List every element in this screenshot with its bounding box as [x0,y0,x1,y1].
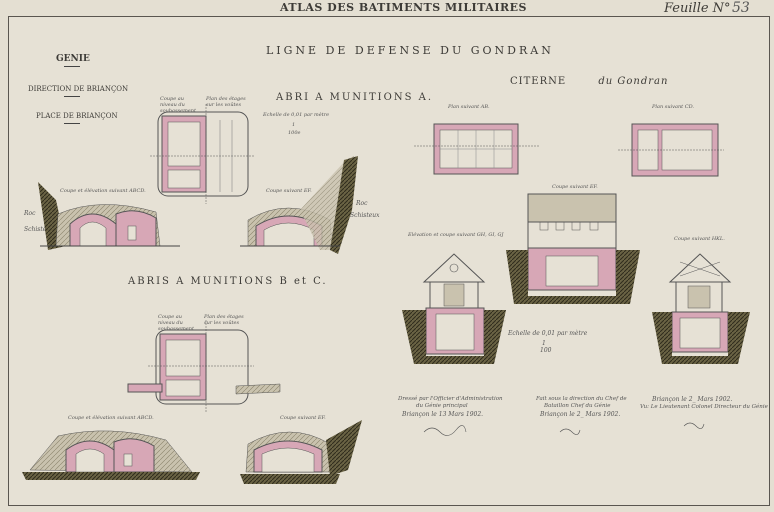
abri-a-scale-den: 100e [288,130,301,136]
citerne-scale: Echelle de 0,01 par mètre [508,330,588,337]
atlas-title: ATLAS DES BATIMENTS MILITAIRES [280,1,527,14]
sig2-line2: Bataillon Chef du Génie [544,403,611,409]
abri-a-section-ef [240,156,358,254]
drawing-frame [8,16,770,506]
schisteux-label-left: Schisteux [24,226,54,233]
abris-bc-plan-caption-1: Coupe au niveau du soubassement [158,314,194,332]
abris-bc-section-ef: Coupe suivant EF. [280,415,326,421]
signature-3 [683,422,705,429]
place-label: PLACE DE BRIANÇON [36,112,118,120]
service-label: GENIE [56,54,90,64]
citerne-plan-cd: Plan suivant CD. [652,104,695,110]
citerne-elevation: Elévation et coupe suivant GH, GI, GJ [408,232,504,238]
citerne-coupe-ef [506,193,640,304]
sig3-date: Briançon le 2_ Mars 1902. [652,396,733,403]
sheet-number: 53 [732,0,750,16]
sig1-line1: Dressé par l'Officier d'Administration [398,396,503,402]
abri-a-scale-ratio: 1 [292,122,296,128]
abri-a-plan-caption-1: Coupe au niveau du soubassement [160,96,196,114]
direction-label: DIRECTION DE BRIANÇON [28,85,129,93]
signature-1 [423,425,467,436]
roc-label-left: Roc [24,210,36,217]
citerne-title-rest: du Gondran [598,76,669,87]
roc-label-right: Roc [356,200,368,207]
citerne-coupe-hkl: Coupe suivant HKL. [674,236,725,242]
abris-bc-section-ef [240,420,362,484]
abris-bc-section-abcd [22,430,200,480]
abris-bc-title: ABRIS A MUNITIONS B et C. [128,276,328,287]
citerne-title: CITERNE du Gondran [510,76,668,87]
schisteux-label-right: Schisteux [350,212,380,219]
abris-bc-section-abcd: Coupe et élévation suivant ABCD. [68,415,154,421]
sig1-date: Briançon le 13 Mars 1902. [402,411,484,418]
sig3-line1: Vu: Le Lieutenant Colonel Directeur du G… [640,404,768,410]
citerne-coupe-ef: Coupe suivant EF. [552,184,598,190]
abri-a-scale: Echelle de 0,01 par mètre [263,112,330,118]
citerne-coupe-hkl [652,253,750,364]
sig2-date: Briançon le 2_ Mars 1902. [540,411,621,418]
abri-a-section-abcd: Coupe et élévation suivant ABCD. [60,188,146,194]
abri-a-section-abcd [38,182,180,250]
main-title: LIGNE DE DEFENSE DU GONDRAN [266,44,554,57]
citerne-elevation-gh [402,253,506,364]
citerne-plan-cd [618,123,724,177]
abri-a-plan [150,104,254,204]
citerne-title-word: CITERNE [510,76,567,87]
abri-a-title: ABRI A MUNITIONS A. [276,92,433,103]
abris-bc-plan [127,320,281,412]
citerne-plan-ab: Plan suivant AB. [448,104,490,110]
abri-a-section-ef: Coupe suivant EF. [266,188,312,194]
citerne-plan-ab [414,123,540,175]
sig2-line1: Fait sous la direction du Chef de [536,396,627,402]
sheet-label: Feuille N° [664,1,731,16]
citerne-scale-ratio: 1 [542,340,546,347]
abri-a-plan-caption-2: Plan des étages sur les voûtes [206,96,246,108]
abris-bc-plan-caption-2: Plan des étages sur les voûtes [204,314,244,326]
sig1-line2: du Génie principal [416,403,468,409]
citerne-scale-den: 100 [540,347,552,354]
signature-2 [559,428,581,435]
